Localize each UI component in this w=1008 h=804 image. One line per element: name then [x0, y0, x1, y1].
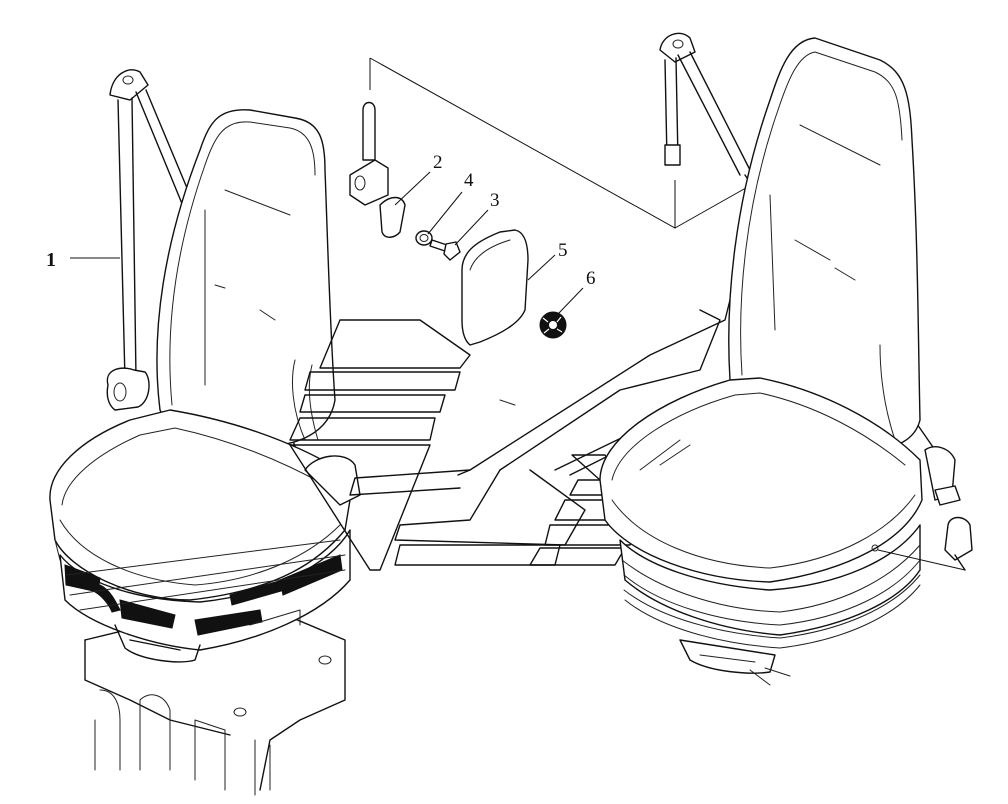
- headrest-post: [349, 101, 389, 206]
- callout-4: 4: [464, 170, 474, 191]
- left-seat-backrest: [156, 109, 336, 447]
- part-4-washer: [415, 230, 433, 246]
- part-6-knob: [539, 311, 567, 339]
- part-2-spacer: [379, 196, 406, 238]
- exploded-parts: [70, 57, 761, 346]
- left-seat: [49, 69, 361, 796]
- callout-3: 3: [490, 190, 500, 211]
- right-seat-belt: [659, 32, 973, 571]
- right-seat: [599, 32, 973, 686]
- callout-1: 1: [46, 249, 56, 271]
- left-seat-suspension: [59, 529, 351, 663]
- right-seat-backrest: [728, 37, 921, 449]
- callout-2: 2: [433, 152, 443, 173]
- callout-5: 5: [558, 240, 568, 261]
- right-seat-cushion: [599, 377, 923, 583]
- part-5-headrest: [461, 229, 529, 346]
- part-3-bolt: [429, 239, 461, 261]
- callout-6: 6: [586, 268, 596, 289]
- callout-labels: 1 2 3 4 5 6: [46, 152, 596, 289]
- right-seat-suspension: [619, 524, 966, 686]
